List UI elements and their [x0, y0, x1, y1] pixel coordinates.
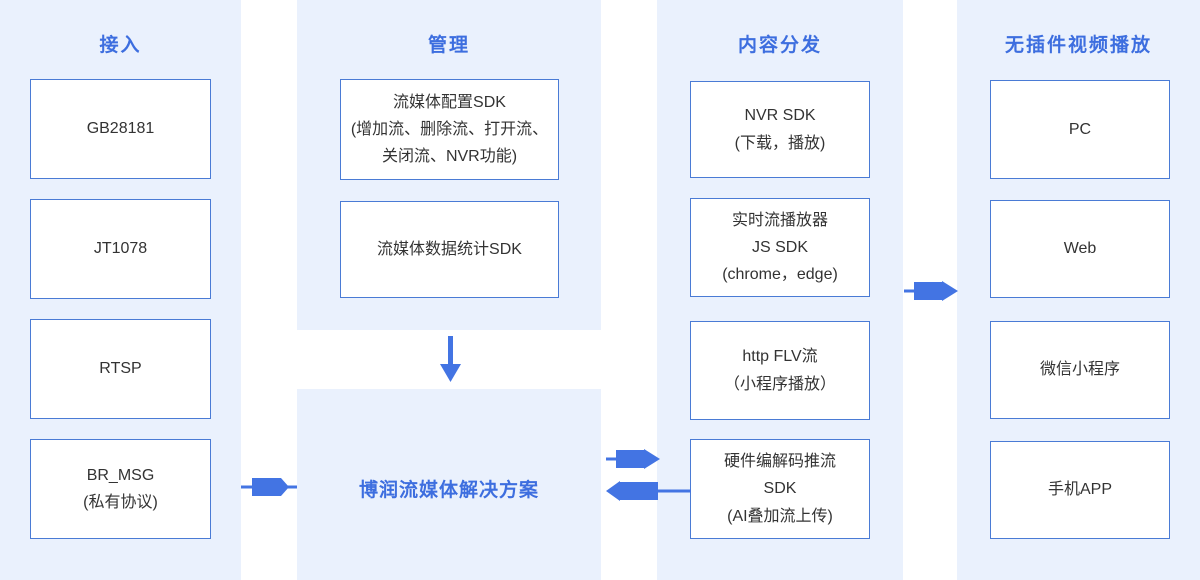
box-line: JT1078	[93, 240, 148, 258]
box-line: (chrome，edge)	[722, 266, 838, 284]
box-stream-config-sdk: 流媒体配置SDK (增加流、删除流、打开流、 关闭流、NVR功能)	[340, 79, 559, 180]
solution-panel: 博润流媒体解决方案	[297, 389, 601, 580]
box-nvr-sdk: NVR SDK (下载，播放)	[690, 81, 870, 178]
distribution-panel-title: 内容分发	[737, 35, 822, 56]
distribution-panel: 内容分发 NVR SDK (下载，播放) 实时流播放器 JS SDK (chro…	[657, 0, 903, 580]
box-line: RTSP	[99, 360, 142, 378]
box-line: 流媒体配置SDK	[393, 93, 506, 111]
box-web: Web	[990, 200, 1170, 298]
box-line: PC	[1068, 120, 1092, 138]
box-line: (下载，播放)	[734, 134, 826, 152]
box-line: (增加流、删除流、打开流、	[350, 120, 549, 138]
access-panel: 接入 GB28181 JT1078 RTSP BR_MSG (私有协议)	[0, 0, 241, 580]
box-http-flv: http FLV流 （小程序播放）	[690, 321, 870, 420]
management-panel: 管理 流媒体配置SDK (增加流、删除流、打开流、 关闭流、NVR功能) 流媒体…	[297, 0, 601, 330]
box-mobile-app: 手机APP	[990, 441, 1170, 539]
box-pc: PC	[990, 80, 1170, 179]
box-hardware-codec-sdk: 硬件编解码推流 SDK (AI叠加流上传)	[690, 439, 870, 539]
box-line: 关闭流、NVR功能)	[381, 148, 518, 166]
box-js-sdk-player: 实时流播放器 JS SDK (chrome，edge)	[690, 198, 870, 297]
box-line: GB28181	[86, 120, 155, 138]
box-line: (私有协议)	[83, 494, 158, 511]
playback-panel: 无插件视频播放 PC Web 微信小程序 手机APP	[957, 0, 1200, 580]
arrow-access-to-solution-icon	[241, 477, 297, 497]
box-gb28181: GB28181	[30, 79, 211, 179]
box-jt1078: JT1078	[30, 199, 211, 299]
box-line: 微信小程序	[1039, 361, 1120, 379]
playback-panel-title: 无插件视频播放	[1004, 35, 1152, 56]
arrow-solution-to-distribution-icon	[606, 449, 664, 469]
arrow-management-to-solution-icon	[440, 336, 461, 382]
access-panel-title: 接入	[99, 35, 142, 56]
box-line: （小程序播放）	[723, 375, 836, 393]
box-rtsp: RTSP	[30, 319, 211, 419]
box-wechat-miniprogram: 微信小程序	[990, 321, 1170, 419]
box-line: 手机APP	[1047, 481, 1113, 499]
box-line: JS SDK	[751, 238, 808, 256]
box-line: 实时流播放器	[731, 211, 828, 229]
management-panel-title: 管理	[427, 35, 470, 56]
box-line: BR_MSG	[86, 466, 155, 484]
arrow-distribution-to-solution-icon	[606, 481, 691, 501]
box-line: NVR SDK	[744, 107, 816, 125]
box-br-msg: BR_MSG (私有协议)	[30, 439, 211, 539]
box-line: 硬件编解码推流	[723, 453, 836, 471]
box-line: (AI叠加流上传)	[727, 507, 833, 525]
box-line: SDK	[763, 480, 797, 498]
solution-label: 博润流媒体解决方案	[358, 480, 539, 501]
box-line: Web	[1063, 240, 1097, 258]
box-line: http FLV流	[742, 348, 818, 366]
box-stream-stats-sdk: 流媒体数据统计SDK	[340, 201, 559, 298]
arrow-distribution-to-playback-icon	[904, 281, 958, 301]
box-line: 流媒体数据统计SDK	[377, 240, 522, 258]
